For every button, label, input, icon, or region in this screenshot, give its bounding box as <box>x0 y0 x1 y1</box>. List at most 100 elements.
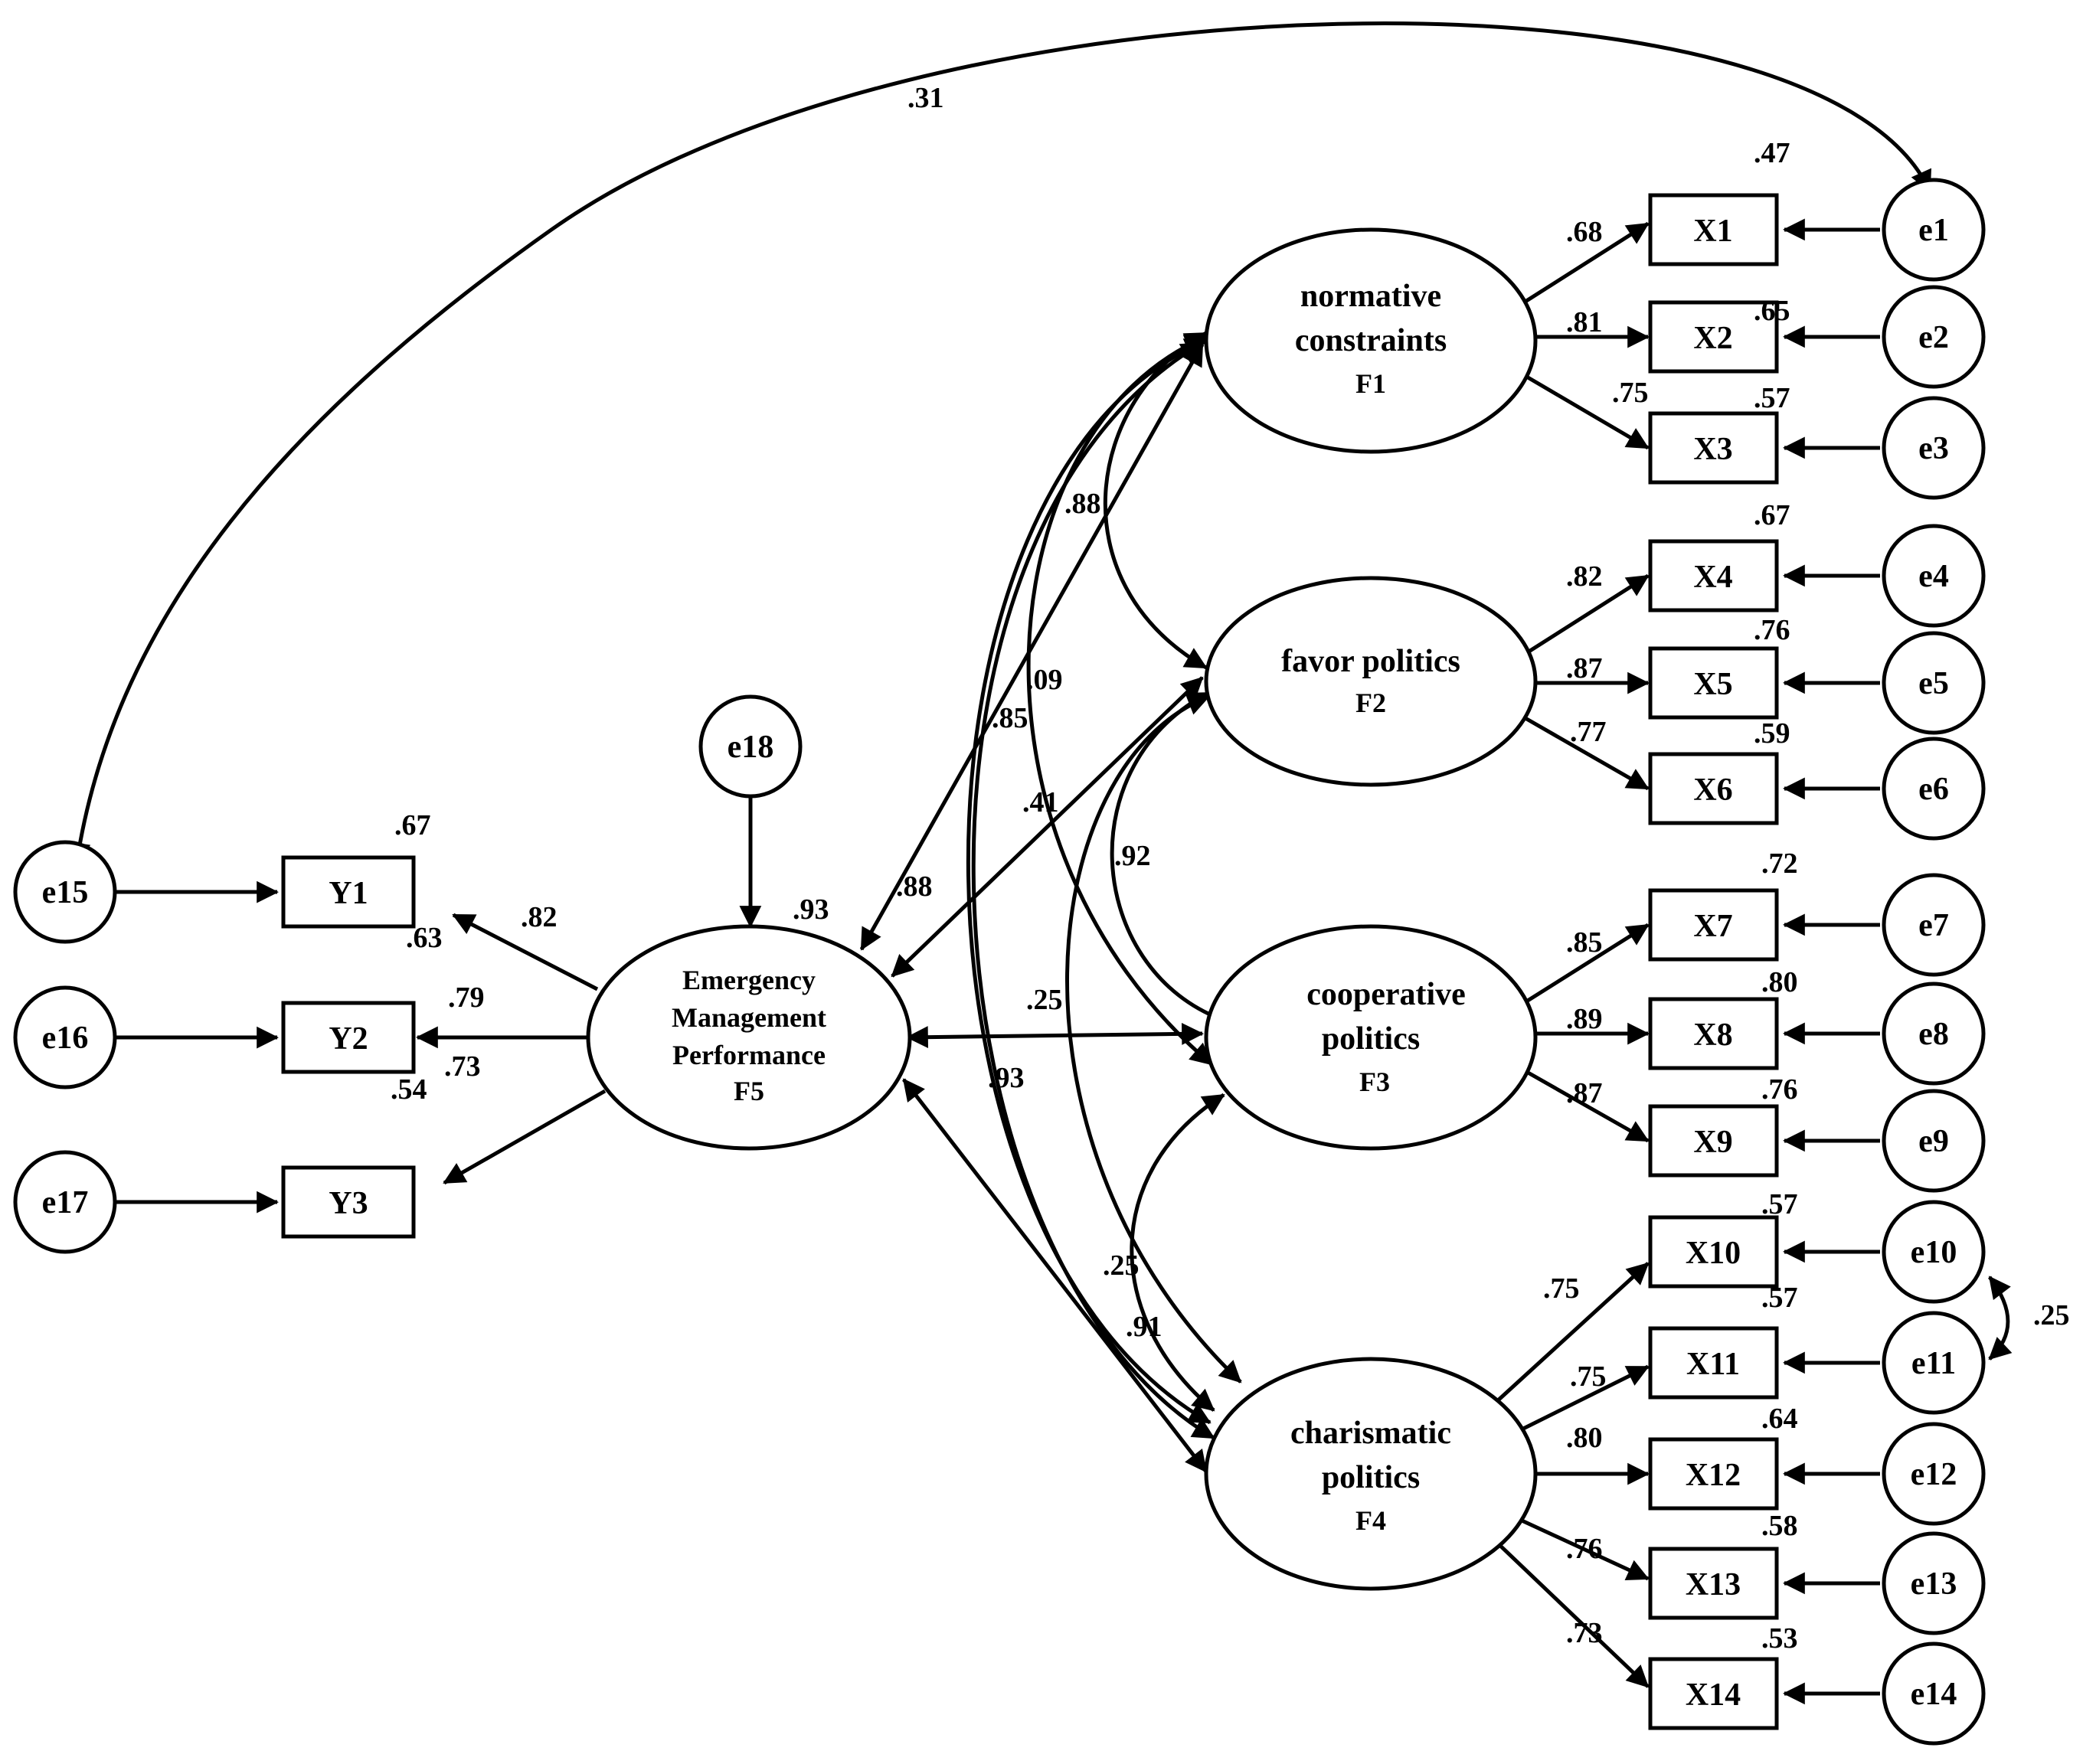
path-F2-F5 <box>891 676 1204 978</box>
error-e9 <box>1882 1089 1986 1193</box>
box-X2 <box>1648 300 1779 374</box>
coef-F4-F4b: .91 <box>1126 1311 1162 1343</box>
error-label-e6: e6 <box>1918 772 1949 807</box>
box-X14 <box>1648 1657 1779 1730</box>
coef-F1-F5: .88 <box>896 871 933 903</box>
loading-F3-X9 <box>1522 1068 1650 1143</box>
error-e4 <box>1882 524 1986 628</box>
loading-label-Y3: .73 <box>444 1050 481 1083</box>
error-label-e8: e8 <box>1918 1017 1949 1052</box>
box-X11 <box>1648 1326 1779 1400</box>
rsq-label-X11: .57 <box>1761 1282 1798 1314</box>
indicator-X13: X13 <box>1686 1567 1741 1602</box>
coef-F4-F5: .93 <box>988 1062 1025 1094</box>
error-e15 <box>13 840 117 944</box>
error-label-e11: e11 <box>1911 1346 1956 1381</box>
indicator-X10: X10 <box>1686 1236 1741 1271</box>
error-e18 <box>698 694 803 799</box>
box-Y2 <box>281 1001 416 1074</box>
indicator-Y3: Y3 <box>329 1186 368 1221</box>
latent-F2 <box>1204 576 1538 787</box>
indicator-X3: X3 <box>1693 432 1732 467</box>
loading-label-X3: .75 <box>1612 377 1649 409</box>
indicator-X11: X11 <box>1686 1347 1740 1382</box>
error-label-e5: e5 <box>1918 666 1949 701</box>
box-X5 <box>1648 646 1779 720</box>
loading-F3-X7 <box>1522 923 1650 1005</box>
loading-label-X6: .77 <box>1570 716 1607 748</box>
loading-label-X4: .82 <box>1566 560 1603 593</box>
latent-F5-line2: Management <box>672 1002 826 1033</box>
error-label-e9: e9 <box>1918 1124 1949 1159</box>
loading-F1-X3 <box>1522 373 1650 450</box>
rsq-label-X12: .64 <box>1761 1403 1798 1435</box>
rsq-label-X4: .67 <box>1754 499 1790 531</box>
error-label-e18: e18 <box>728 730 774 765</box>
loading-F5-Y1 <box>452 913 599 991</box>
rsq-label-Y2: .63 <box>406 922 443 954</box>
rsq-label-X10: .57 <box>1761 1188 1798 1220</box>
covariance-F2-F4 <box>1065 694 1242 1383</box>
latent-F5 <box>586 924 912 1151</box>
coef-F2-F5: .41 <box>1022 786 1059 818</box>
loading-label-X2: .81 <box>1566 306 1603 338</box>
loading-F2-X4 <box>1522 573 1650 657</box>
latent-F1-line2: constraints <box>1295 323 1447 358</box>
latent-F4 <box>1204 1357 1538 1591</box>
error-label-e10: e10 <box>1911 1235 1957 1270</box>
latent-F3-line2: politics <box>1322 1021 1420 1057</box>
rsq-label-X6: .59 <box>1754 717 1790 750</box>
rsq-label-F5: .93 <box>793 893 829 926</box>
loading-F4-X13 <box>1519 1517 1650 1581</box>
loading-label-X1: .68 <box>1566 216 1603 248</box>
loading-F4-X11 <box>1519 1364 1650 1432</box>
path-F3-F5 <box>906 1023 1204 1048</box>
latent-F5-line1: Emergency <box>682 965 816 995</box>
loading-F4-X14 <box>1496 1541 1650 1688</box>
error-e7 <box>1882 873 1986 977</box>
latent-F2-line2: F2 <box>1355 688 1386 718</box>
indicator-X8: X8 <box>1693 1018 1732 1053</box>
covariance-F1-F3 <box>1026 335 1213 1066</box>
latent-F1-line1: normative <box>1300 279 1441 314</box>
error-label-e12: e12 <box>1911 1457 1957 1492</box>
error-label-e15: e15 <box>42 875 89 910</box>
latent-F5-line4: F5 <box>734 1076 764 1106</box>
rsq-label-X7: .72 <box>1761 848 1798 880</box>
indicator-X7: X7 <box>1693 909 1732 944</box>
error-e14 <box>1882 1642 1986 1746</box>
error-e3 <box>1882 396 1986 500</box>
covariance-F1-F2 <box>1103 331 1208 670</box>
latent-F1 <box>1204 227 1538 454</box>
box-Y3 <box>281 1165 416 1239</box>
covariance-F3-F4 <box>1130 1093 1225 1412</box>
rsq-label-X1: .47 <box>1754 137 1790 169</box>
indicator-X9: X9 <box>1693 1125 1732 1160</box>
indicator-X6: X6 <box>1693 773 1732 808</box>
coef-F1-F2: .88 <box>1064 488 1101 520</box>
error-label-e7: e7 <box>1918 908 1949 943</box>
loading-label-Y1: .82 <box>521 901 558 933</box>
latent-F4-line2: politics <box>1322 1460 1420 1495</box>
covariance-F1-F4-outer <box>971 341 1215 1440</box>
error-label-e16: e16 <box>42 1021 89 1056</box>
error-e16 <box>13 985 117 1089</box>
loading-F2-X6 <box>1522 715 1650 791</box>
rsq-label-Y3: .54 <box>391 1073 427 1106</box>
error-label-e3: e3 <box>1918 431 1949 466</box>
error-label-e4: e4 <box>1918 559 1949 594</box>
rsq-label-X13: .58 <box>1761 1510 1798 1542</box>
indicator-X14: X14 <box>1686 1677 1741 1713</box>
error-label-e1: e1 <box>1918 213 1949 248</box>
coef-e10-e11: .25 <box>2033 1299 2070 1331</box>
indicator-X2: X2 <box>1693 321 1732 356</box>
box-X8 <box>1648 997 1779 1070</box>
indicator-X4: X4 <box>1693 560 1732 595</box>
loading-label-Y2: .79 <box>448 982 485 1014</box>
latent-F3-line3: F3 <box>1359 1067 1390 1097</box>
box-X1 <box>1648 193 1779 266</box>
indicator-X12: X12 <box>1686 1458 1741 1493</box>
coef-F1-F4: .85 <box>992 702 1028 734</box>
